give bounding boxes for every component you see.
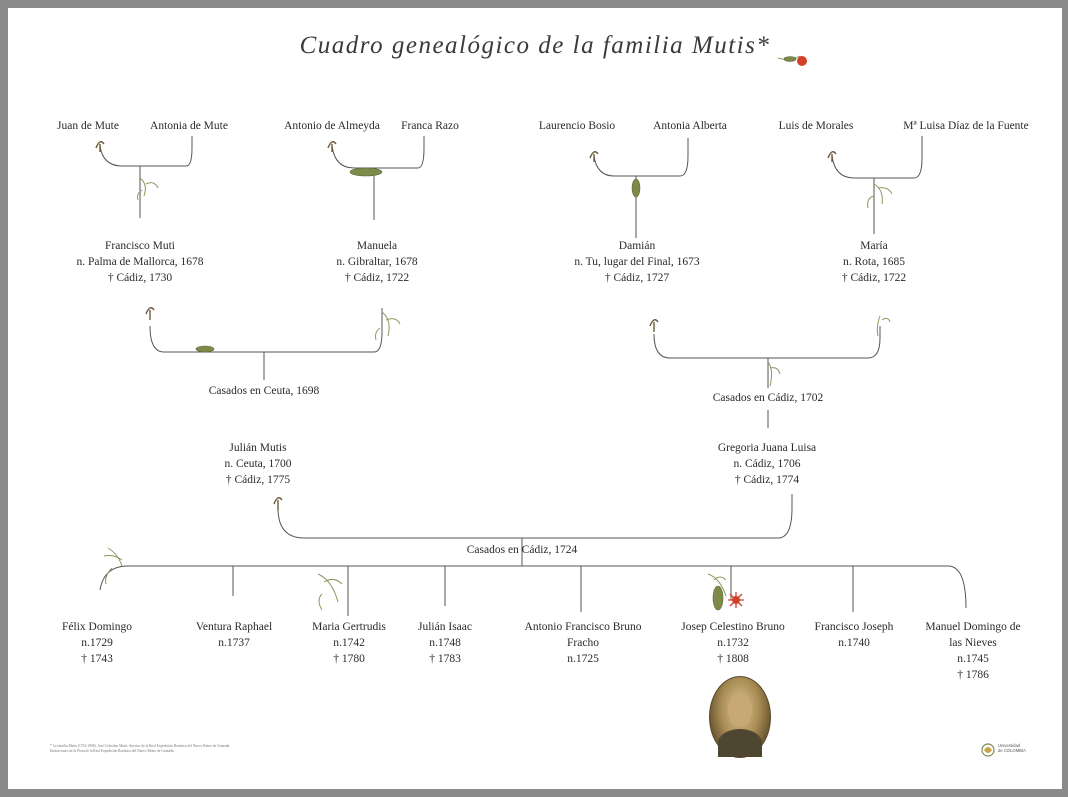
grandparent-name: Luis de Morales (778, 120, 854, 132)
logo-line: de COLOMBIA (998, 748, 1026, 753)
red-flower-icon (728, 592, 744, 608)
page-title: Cuadro genealógico de la familia Mutis* (299, 32, 771, 59)
marriage-label: Casados en Cádiz, 1724 (466, 544, 578, 556)
grandparent-name: Antonia de Mute (150, 120, 228, 132)
grandparent-name: Franca Razo (401, 120, 459, 132)
tree-connectors (95, 55, 967, 616)
grandparent-name: Mª Luisa Díaz de la Fuente (903, 120, 1029, 132)
marriage-label: Casados en Cádiz, 1702 (712, 392, 824, 404)
footnote: * La familia Mutis (1732-1808). José Cel… (50, 744, 231, 753)
botanical-sprig-icon (103, 167, 893, 611)
genealogy-sheet: Cuadro genealógico de la familia Mutis* … (8, 8, 1062, 789)
hook-icon (95, 141, 837, 510)
grandparent-name: Antonio de Almeyda (284, 120, 380, 132)
grandparent-name: Antonia Alberta (653, 120, 727, 132)
logo-line: Universidad (998, 743, 1021, 748)
title-flower-icon (777, 55, 807, 66)
marriage-label: Casados en Ceuta, 1698 (208, 385, 320, 397)
portrait-oval-icon (709, 676, 771, 758)
grandparent-name: Juan de Mute (57, 120, 119, 132)
grandparent-name: Laurencio Bosio (538, 120, 616, 132)
